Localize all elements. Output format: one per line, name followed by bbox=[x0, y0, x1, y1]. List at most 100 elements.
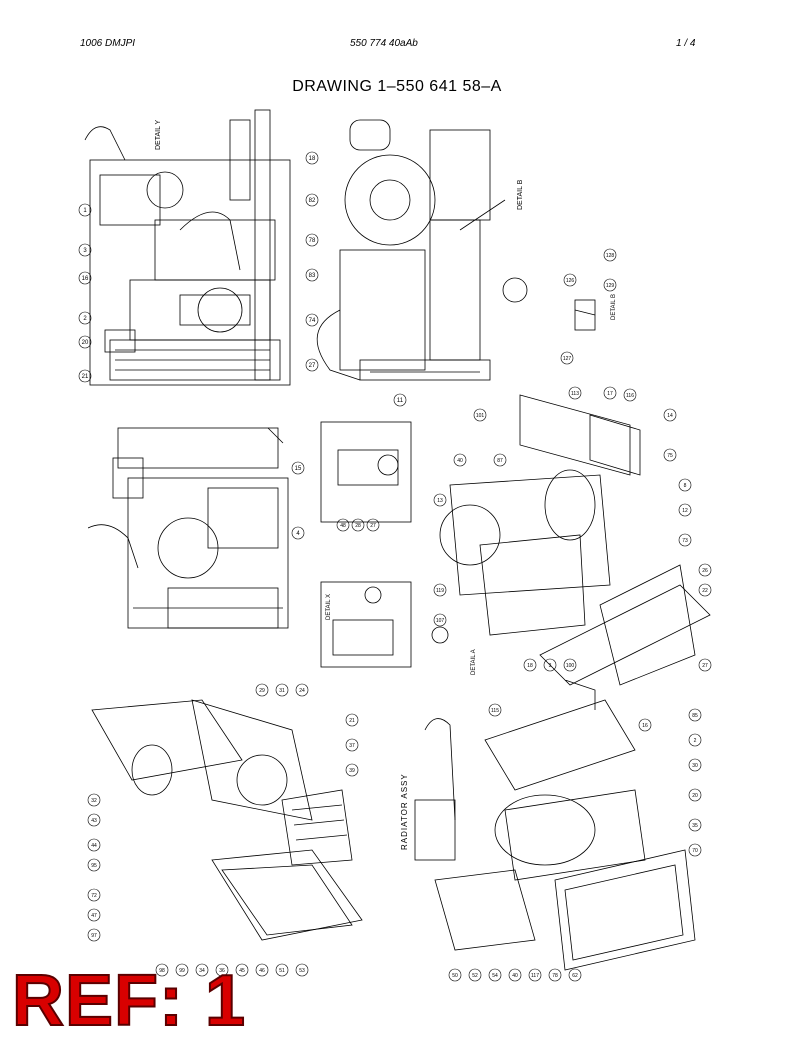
callout-label: 8 bbox=[684, 483, 687, 489]
callout-label: 78 bbox=[552, 973, 558, 979]
callout-label: 20 bbox=[692, 793, 698, 799]
callout-label: 36 bbox=[219, 968, 225, 974]
engine-isometric-left: 29 31 24 21 37 39 32 43 44 95 72 47 97 9… bbox=[87, 683, 363, 977]
callout-label: 47 bbox=[91, 913, 97, 919]
view-detail-x: DETAIL X 48 28 27 bbox=[318, 420, 413, 670]
callout-label: 2 bbox=[83, 316, 87, 322]
callout-label: 117 bbox=[531, 973, 539, 979]
radiator-assy-label: RADIATOR ASSY bbox=[400, 773, 409, 850]
view-front-left: DETAIL Y 1 3 16 2 20 21 bbox=[70, 100, 310, 395]
callout-label: 27 bbox=[370, 523, 376, 529]
detail-a-label: DETAIL A bbox=[471, 649, 477, 675]
detail-x-label: DETAIL X bbox=[326, 594, 332, 620]
detail-x-drawing: DETAIL X 48 28 27 bbox=[320, 421, 412, 668]
view-iso-right: DETAIL A 113 17 116 101 87 40 13 14 75 8… bbox=[420, 385, 715, 715]
callout-label: 24 bbox=[299, 688, 305, 694]
callout-label: 18 bbox=[309, 156, 316, 162]
callout-label: 54 bbox=[492, 973, 498, 979]
callout-label: 46 bbox=[259, 968, 265, 974]
drawing-title: DRAWING 1–550 641 58–A bbox=[292, 78, 502, 95]
engine-end-view: DETAIL B 18 82 78 83 74 27 11 bbox=[305, 119, 528, 407]
callout-label: 28 bbox=[355, 523, 361, 529]
view-iso-bottom-left: 29 31 24 21 37 39 32 43 44 95 72 47 97 9… bbox=[82, 680, 382, 1010]
callout-label: 126 bbox=[566, 278, 575, 284]
callout-label: 100 bbox=[566, 663, 575, 669]
callout-label: 35 bbox=[692, 823, 698, 829]
callout-label: 99 bbox=[179, 968, 185, 974]
callout-label: 128 bbox=[606, 253, 615, 259]
document-number: 550 774 40aAb bbox=[350, 38, 418, 49]
callout-label: 119 bbox=[436, 588, 444, 594]
callout-label: 53 bbox=[299, 968, 305, 974]
callout-label: 113 bbox=[571, 391, 579, 397]
callout-label: 11 bbox=[397, 398, 404, 404]
callout-label: 73 bbox=[682, 538, 688, 544]
callout-label: 4 bbox=[296, 531, 300, 537]
callout-label: 116 bbox=[626, 393, 634, 399]
callout-label: 72 bbox=[91, 893, 97, 899]
engine-side-view: 15 4 bbox=[88, 427, 305, 629]
callout-label: 40 bbox=[457, 458, 463, 464]
model-number: 1006 DMJPI bbox=[80, 38, 136, 49]
callout-label: 50 bbox=[452, 973, 458, 979]
callout-label: 101 bbox=[476, 413, 485, 419]
callout-label: 87 bbox=[497, 458, 503, 464]
callout-label: 44 bbox=[91, 843, 97, 849]
view-front-right: DETAIL B 18 82 78 83 74 27 11 bbox=[300, 110, 530, 410]
generator-isometric-right: DETAIL A 113 17 116 101 87 40 13 14 75 8… bbox=[431, 386, 712, 686]
callout-label: 14 bbox=[667, 413, 673, 419]
callout-label: 32 bbox=[91, 798, 97, 804]
callout-label: 62 bbox=[572, 973, 578, 979]
callout-label: 48 bbox=[340, 523, 346, 529]
callout-label: 52 bbox=[472, 973, 478, 979]
generator-isometric-bottom: RADIATOR ASSY 115 16 85 2 30 20 35 70 50… bbox=[400, 680, 702, 982]
callout-label: 29 bbox=[259, 688, 265, 694]
callout-label: 34 bbox=[199, 968, 205, 974]
callout-label: 45 bbox=[239, 968, 245, 974]
callout-label: 70 bbox=[692, 848, 698, 854]
callout-label: 21 bbox=[82, 374, 89, 380]
callout-label: 18 bbox=[527, 663, 533, 669]
callout-label: 43 bbox=[91, 818, 97, 824]
callout-label: 22 bbox=[702, 588, 708, 594]
callout-label: 16 bbox=[642, 723, 648, 729]
detail-y-label: DETAIL Y bbox=[155, 119, 162, 150]
engine-elevation-left: DETAIL Y 1 3 16 2 20 21 bbox=[78, 109, 291, 386]
callout-label: 74 bbox=[309, 318, 316, 324]
page-number: 1 / 4 bbox=[676, 38, 696, 49]
callout-label: 40 bbox=[512, 973, 518, 979]
callout-label: 16 bbox=[82, 276, 89, 282]
callout-label: 83 bbox=[309, 273, 316, 279]
callout-label: 15 bbox=[295, 466, 302, 472]
callout-label: 97 bbox=[91, 933, 97, 939]
callout-label: 75 bbox=[667, 453, 673, 459]
callout-label: 2 bbox=[694, 738, 697, 744]
callout-label: 98 bbox=[159, 968, 165, 974]
callout-label: 85 bbox=[692, 713, 698, 719]
callout-label: 26 bbox=[702, 568, 708, 574]
callout-label: 31 bbox=[279, 688, 285, 694]
detail-b-label: DETAIL B bbox=[517, 179, 524, 210]
view-iso-bottom-right: RADIATOR ASSY 115 16 85 2 30 20 35 70 50… bbox=[395, 680, 715, 1010]
callout-label: 3 bbox=[549, 663, 552, 669]
callout-label: 95 bbox=[91, 863, 97, 869]
ref-stamp: REF: 1 bbox=[11, 961, 247, 1041]
callout-label: 39 bbox=[349, 768, 355, 774]
callout-label: 30 bbox=[692, 763, 698, 769]
callout-label: 37 bbox=[349, 743, 355, 749]
view-side: 15 4 bbox=[88, 418, 313, 643]
detail-b-caption: DETAIL B bbox=[611, 294, 617, 320]
callout-label: 115 bbox=[491, 708, 499, 714]
callout-label: 51 bbox=[279, 968, 285, 974]
callout-label: 21 bbox=[349, 718, 355, 724]
view-detail-b: DETAIL B 128 129 126 127 bbox=[555, 240, 625, 370]
callout-label: 13 bbox=[437, 498, 443, 504]
callout-label: 17 bbox=[607, 391, 613, 397]
callout-label: 129 bbox=[606, 283, 615, 289]
callout-label: 82 bbox=[309, 198, 316, 204]
callout-label: 1 bbox=[83, 208, 87, 214]
callout-label: 12 bbox=[682, 508, 688, 514]
callout-label: 3 bbox=[83, 248, 87, 254]
callout-label: 20 bbox=[82, 340, 89, 346]
